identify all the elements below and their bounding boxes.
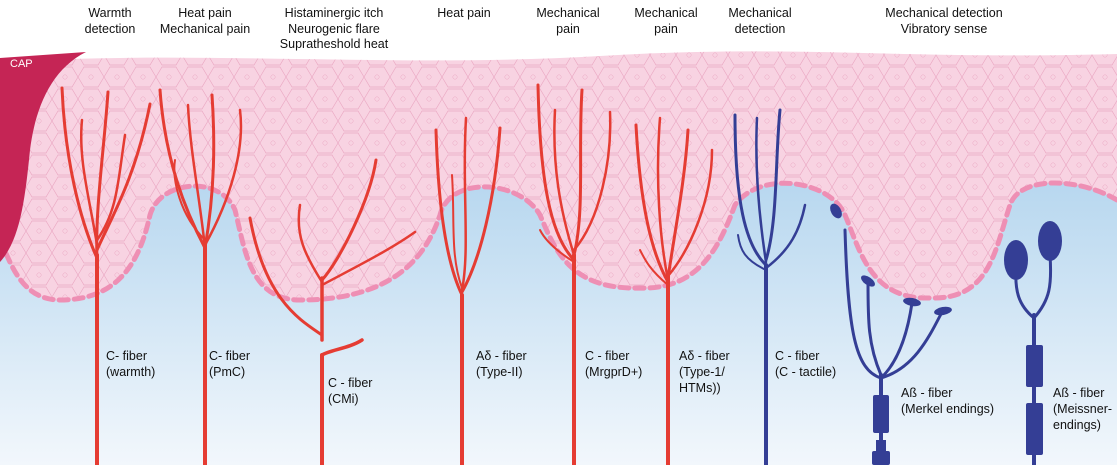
- headers.6-line: Mechanical: [728, 6, 791, 22]
- fibers.1-line: (PmC): [209, 364, 250, 380]
- headers.4-line: pain: [536, 22, 599, 38]
- fibers.4-line: (MrgprD+): [585, 364, 642, 380]
- headers.4-line: Mechanical: [536, 6, 599, 22]
- headers.2-line: Neurogenic flare: [280, 22, 388, 38]
- headers.7-line: Mechanical detection: [885, 6, 1002, 22]
- label-a-beta-merkel: Aß - fiber(Merkel endings): [901, 385, 994, 417]
- headers.0-line: detection: [85, 22, 136, 38]
- headers.7-line: Vibratory sense: [885, 22, 1002, 38]
- fibers.6-line: (C - tactile): [775, 364, 836, 380]
- headers.1-line: Heat pain: [160, 6, 250, 22]
- fibers.5-line: Aδ - fiber: [679, 348, 730, 364]
- fibers.6-line: C - fiber: [775, 348, 836, 364]
- fibers.5-line: HTMs)): [679, 380, 730, 396]
- headers.5-line: Mechanical: [634, 6, 697, 22]
- fibers.0-line: (warmth): [106, 364, 155, 380]
- label-c-fiber-cmi: C - fiber(CMi): [328, 375, 372, 407]
- fibers.7-line: Aß - fiber: [901, 385, 994, 401]
- fibers.3-line: Aδ - fiber: [476, 348, 527, 364]
- label-a-delta-type-1: Aδ - fiber(Type-1/HTMs)): [679, 348, 730, 396]
- label-a-delta-type-2: Aδ - fiber(Type-II): [476, 348, 527, 380]
- label-c-fiber-tactile: C - fiber(C - tactile): [775, 348, 836, 380]
- fibers.5-line: (Type-1/: [679, 364, 730, 380]
- headers.6-line: detection: [728, 22, 791, 38]
- headers.2-line: Supratheshold heat: [280, 37, 388, 53]
- fibers.8-line: endings): [1053, 417, 1112, 433]
- label-c-fiber-warmth: C- fiber(warmth): [106, 348, 155, 380]
- fibers.1-line: C- fiber: [209, 348, 250, 364]
- headers.1-line: Mechanical pain: [160, 22, 250, 38]
- fibers.3-line: (Type-II): [476, 364, 527, 380]
- fibers.0-line: C- fiber: [106, 348, 155, 364]
- header-heat-pain: Heat pain: [437, 6, 491, 22]
- fibers.7-line: (Merkel endings): [901, 401, 994, 417]
- fibers.2-line: C - fiber: [328, 375, 372, 391]
- label-a-beta-meissner: Aß - fiber(Meissner-endings): [1053, 385, 1112, 433]
- headers.3-line: Heat pain: [437, 6, 491, 22]
- headers.5-line: pain: [634, 22, 697, 38]
- headers.0-line: Warmth: [85, 6, 136, 22]
- fibers.8-line: (Meissner-: [1053, 401, 1112, 417]
- label-c-fiber-pmc: C- fiber(PmC): [209, 348, 250, 380]
- fibers.4-line: C - fiber: [585, 348, 642, 364]
- cap-label: CAP: [10, 58, 33, 70]
- fibers.8-line: Aß - fiber: [1053, 385, 1112, 401]
- label-c-fiber-mrgprd: C - fiber(MrgprD+): [585, 348, 642, 380]
- headers.2-line: Histaminergic itch: [280, 6, 388, 22]
- fibers.2-line: (CMi): [328, 391, 372, 407]
